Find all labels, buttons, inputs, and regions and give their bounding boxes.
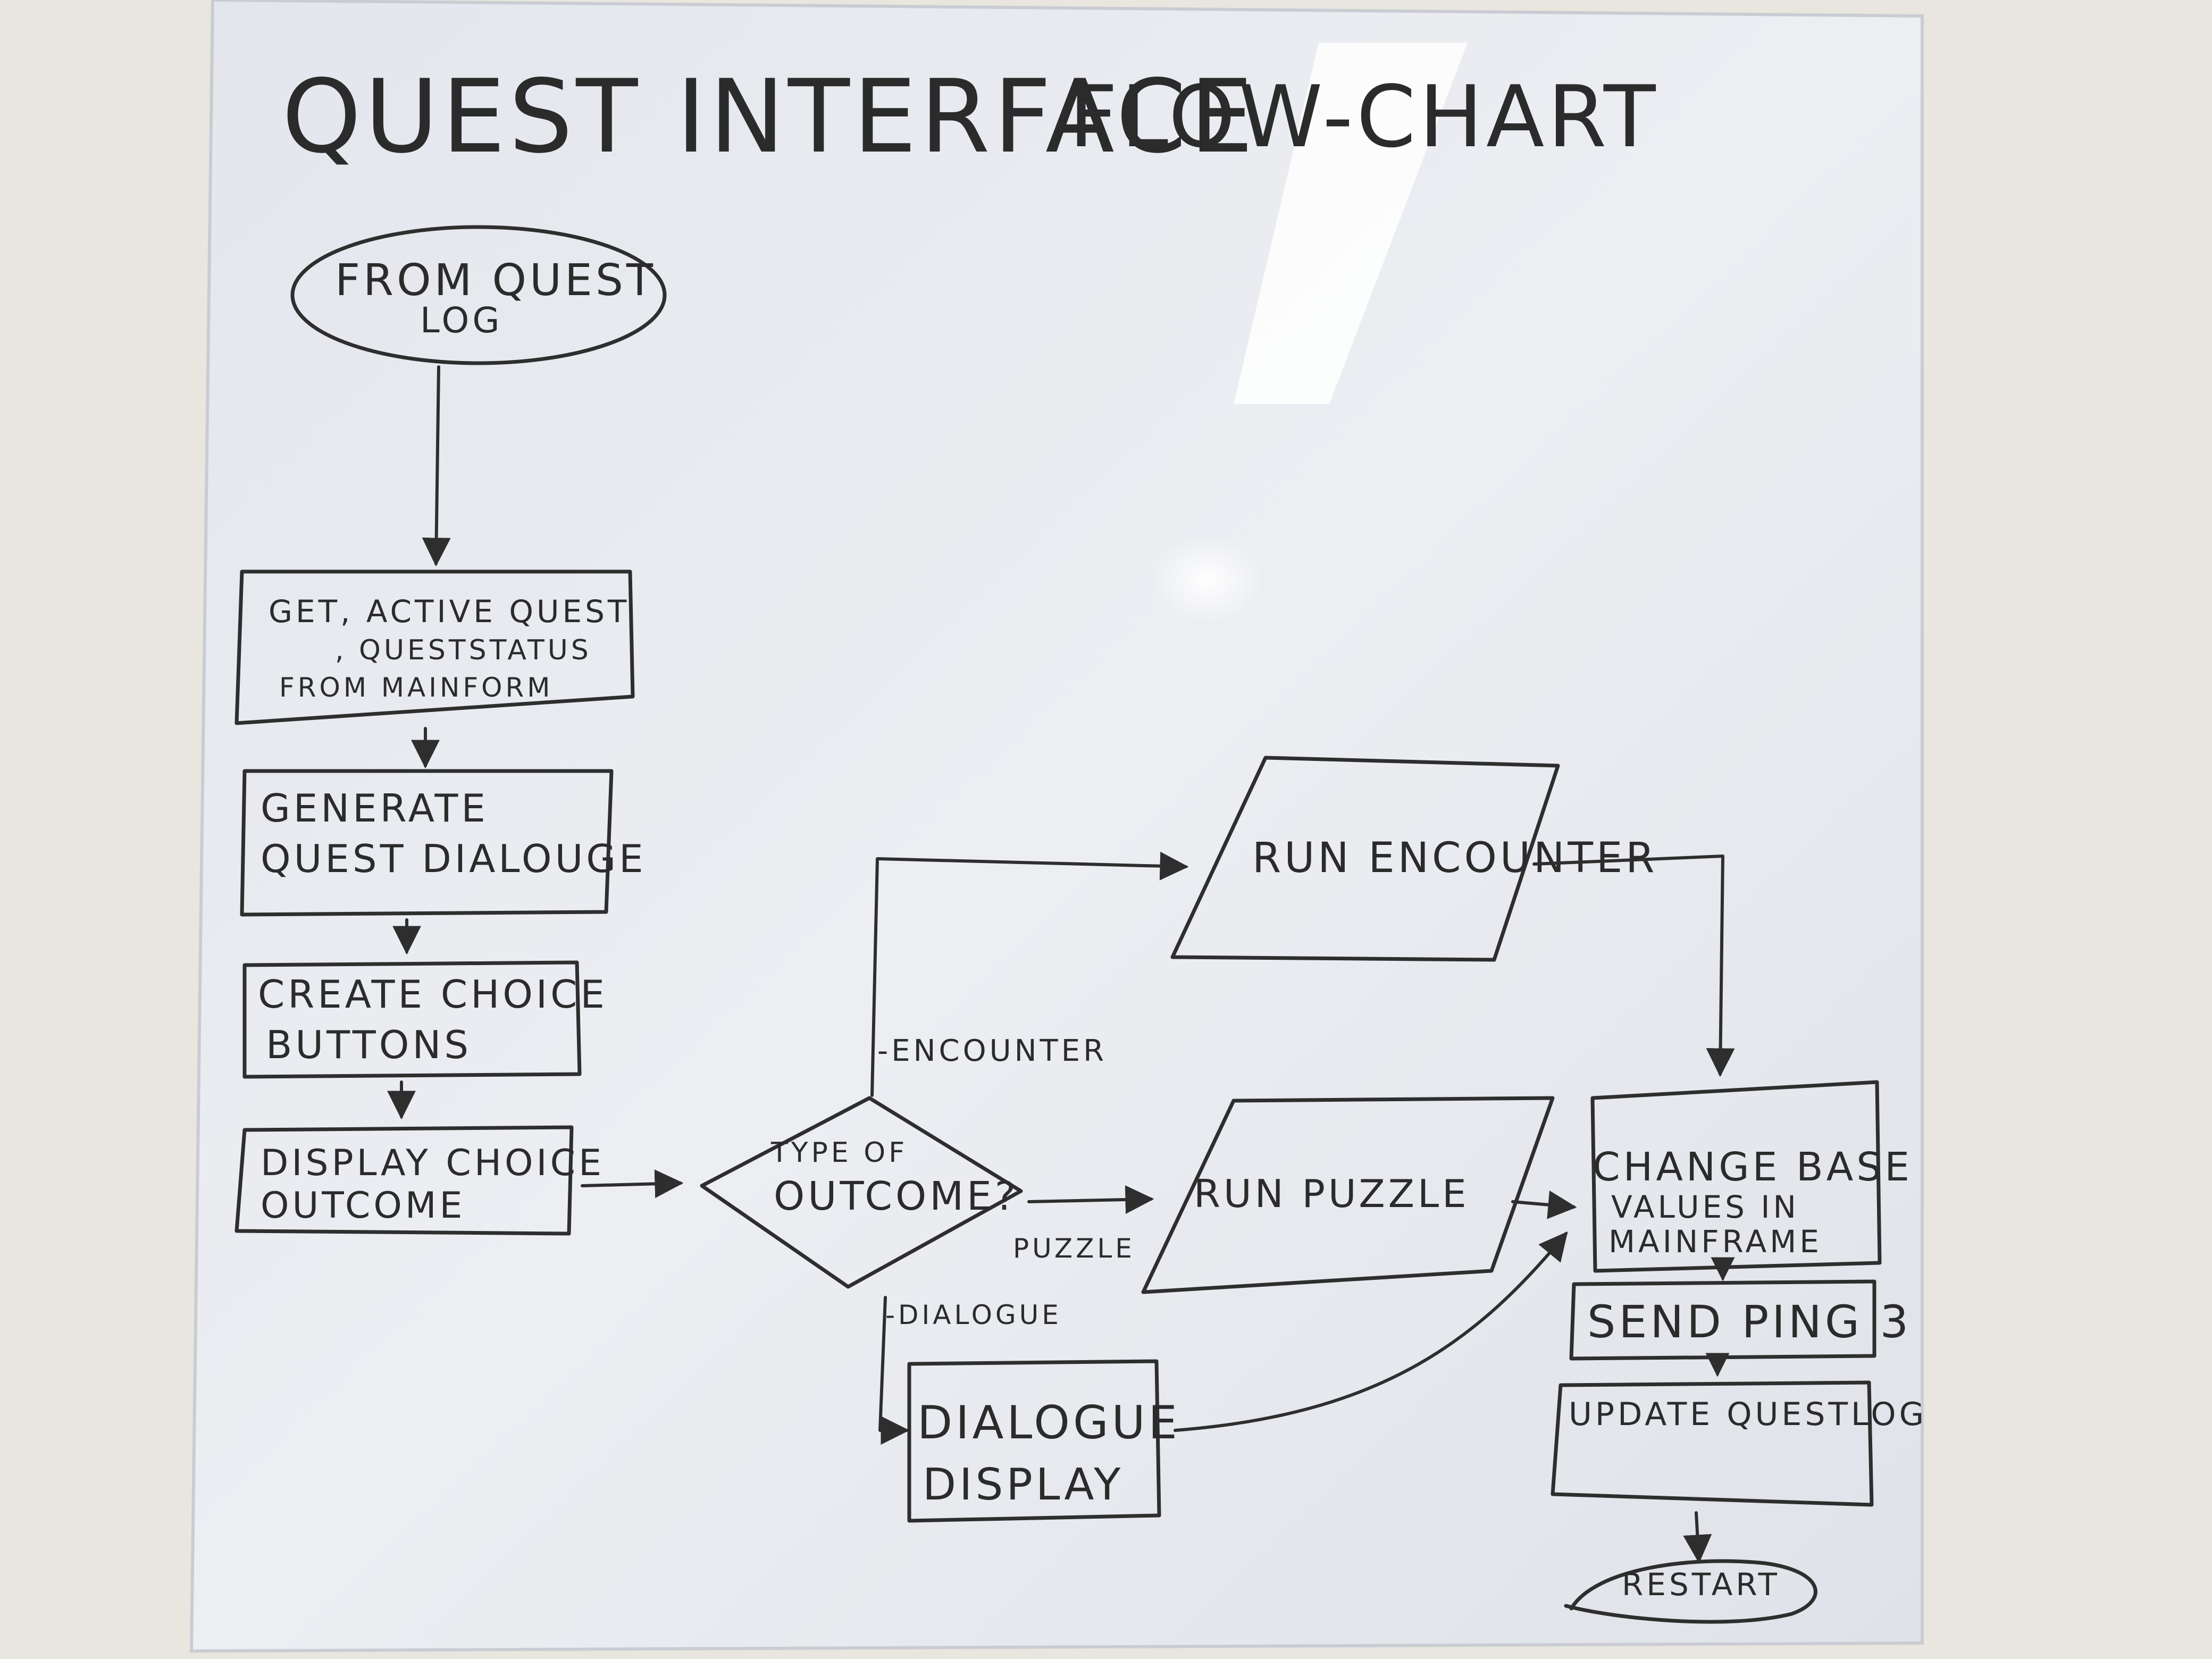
restart-ellipse	[1564, 1559, 1817, 1624]
decision-label-1: TYPE OF	[770, 1137, 908, 1169]
branch-label-dialogue: -DIALOGUE	[885, 1300, 1062, 1330]
update-label: UPDATE QUESTLOG	[1569, 1396, 1927, 1433]
dialogue-box	[907, 1359, 1161, 1523]
ping-box	[1569, 1279, 1876, 1361]
light-glare	[1234, 43, 1468, 404]
whiteboard	[189, 0, 1924, 1653]
arrow-decision-to-encounter	[870, 851, 1189, 1097]
display-label-2: OUTCOME	[261, 1185, 466, 1227]
start-label-2: LOG	[420, 300, 503, 341]
puzzle-box	[1141, 1096, 1555, 1294]
change-label-2: VALUES IN	[1611, 1189, 1799, 1225]
start-ellipse	[290, 225, 667, 365]
branch-label-encounter: -ENCOUNTER	[877, 1034, 1107, 1068]
get-active-label-2: , QUESTSTATUS	[335, 634, 592, 666]
create-label-2: BUTTONS	[266, 1023, 472, 1067]
get-active-label-3: FROM MAINFORM	[279, 672, 553, 703]
create-box	[242, 960, 582, 1079]
title-right: FLOW-CHART	[1069, 67, 1659, 166]
update-box	[1551, 1380, 1874, 1507]
generate-box	[240, 769, 614, 917]
arrow-dialogue-to-change	[1174, 1231, 1568, 1432]
dialogue-label-1: DIALOGUE	[917, 1396, 1180, 1449]
arrow-display-to-decision	[581, 1169, 684, 1199]
title-left: QUEST INTERFACE	[282, 58, 1256, 175]
arrow-decision-to-dialogue	[878, 1296, 910, 1445]
decision-label-2: OUTCOME?	[774, 1174, 1019, 1219]
change-label-1: CHANGE BASE	[1593, 1144, 1913, 1190]
arrow-puzzle-to-change	[1511, 1190, 1577, 1219]
arrow-start-to-get	[422, 365, 451, 567]
branch-label-puzzle: PUZZLE	[1013, 1233, 1135, 1264]
get-active-label-1: GET, ACTIVE QUEST	[269, 593, 630, 630]
decision-diamond	[700, 1096, 1023, 1289]
light-glare-small	[1149, 534, 1266, 625]
dialogue-label-2: DISPLAY	[923, 1460, 1124, 1510]
generate-label-1: GENERATE	[261, 786, 489, 831]
puzzle-label: RUN PUZZLE	[1194, 1171, 1470, 1216]
arrow-update-to-restart	[1683, 1511, 1712, 1564]
change-box	[1590, 1080, 1882, 1273]
create-label-1: CREATE CHOICE	[258, 972, 608, 1017]
generate-label-2: QUEST DIALOUGE	[261, 836, 647, 881]
encounter-label: RUN ENCOUNTER	[1252, 834, 1657, 882]
ping-label: SEND PING 3	[1587, 1296, 1912, 1348]
arrow-decision-to-puzzle	[1027, 1185, 1154, 1214]
display-label-1: DISPLAY CHOICE	[261, 1142, 605, 1184]
get-active-box	[234, 569, 635, 725]
change-label-3: MAINFRAME	[1608, 1224, 1822, 1260]
display-box	[234, 1125, 574, 1236]
restart-label: RESTART	[1622, 1566, 1780, 1603]
arrow-encounter-to-change	[1532, 854, 1735, 1077]
encounter-box	[1170, 756, 1560, 962]
start-label-1: FROM QUEST	[335, 255, 656, 306]
